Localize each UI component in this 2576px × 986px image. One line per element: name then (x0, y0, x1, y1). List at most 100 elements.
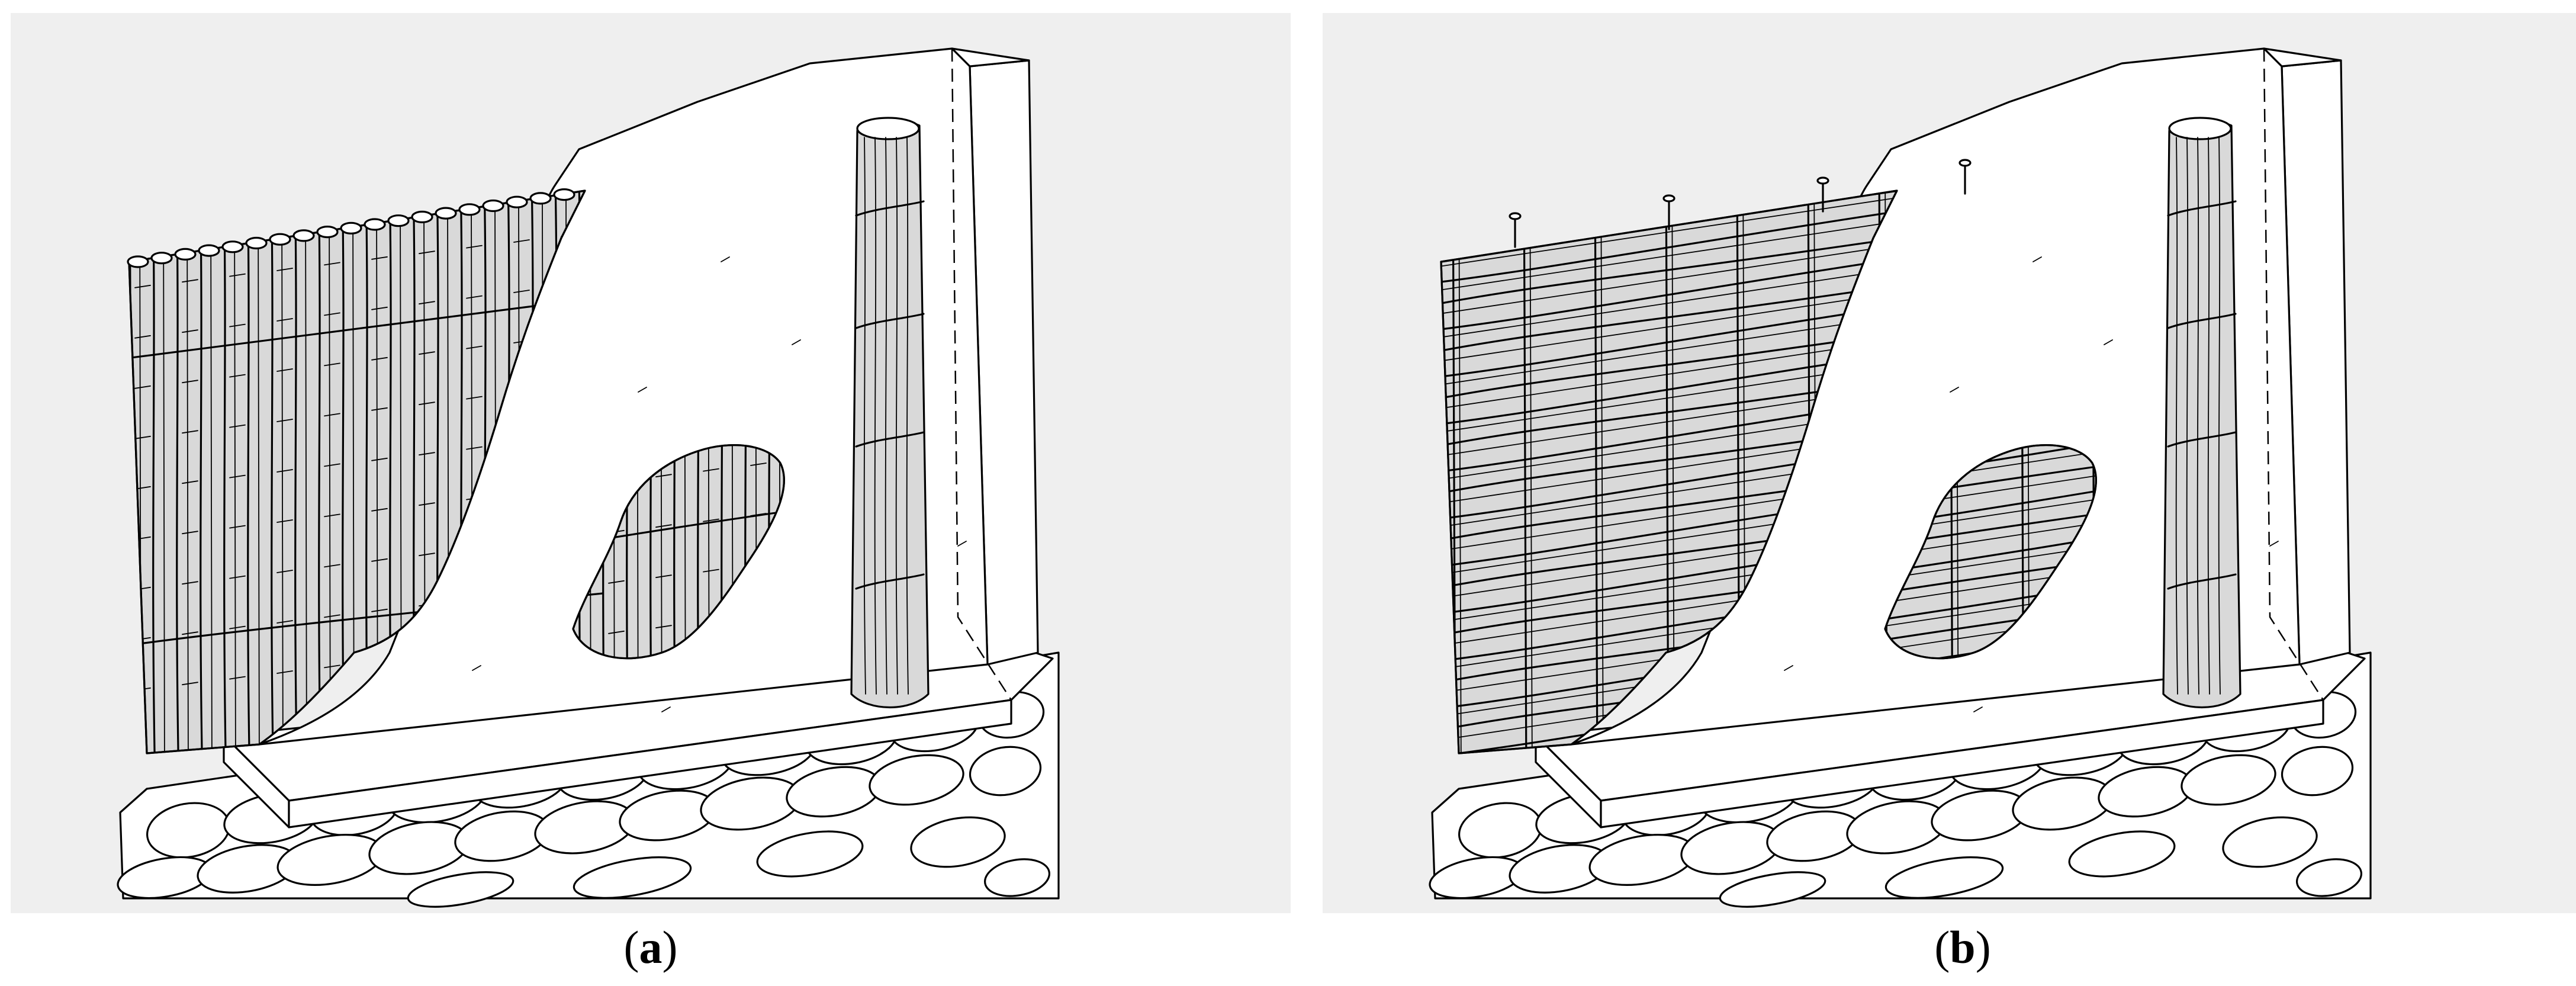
wattle-withy (1441, 415, 1897, 523)
hidden-edge-bottom (288, 699, 1012, 802)
reed-top (387, 214, 410, 227)
plaster-speck (1973, 706, 1983, 712)
wattle-withy-edge (1441, 329, 1897, 437)
reed-top (174, 248, 197, 261)
reed-wall-drawing (117, 47, 1060, 908)
reed-node (324, 312, 340, 316)
wattle-withy-edge (1441, 235, 1897, 342)
reed-top (411, 210, 433, 223)
reed-highlight (707, 445, 710, 659)
reed-node (182, 631, 198, 635)
post-rope-binding (2167, 431, 2237, 448)
reed-highlight (258, 191, 260, 753)
reed-node (324, 362, 340, 367)
exposed-core-hole-outline (572, 444, 785, 660)
reed-node (229, 525, 246, 529)
wattle-withy-edge (1885, 614, 2096, 659)
post-rope-binding (2167, 573, 2237, 590)
reed-node (514, 190, 529, 192)
reed-highlight (281, 191, 284, 753)
reed-node (229, 374, 246, 378)
wattle-withy (1885, 533, 2096, 642)
wattle-withy (1441, 225, 1897, 334)
reed-stalk (744, 445, 748, 659)
reed-node (608, 580, 625, 584)
reed-node (419, 351, 435, 355)
wattle-withy (1441, 367, 1897, 476)
wattle-withy (1441, 486, 1897, 595)
reed-node (419, 553, 435, 557)
reed-node (703, 569, 719, 573)
reed-node (513, 290, 530, 293)
reed-stalk (223, 191, 227, 753)
reed-tops (127, 188, 575, 268)
post-grain (885, 137, 887, 695)
reed-node (371, 256, 388, 260)
foundation-stone (2068, 830, 2176, 878)
reed-node (466, 245, 483, 249)
reed-node (750, 513, 767, 516)
reed-node (419, 301, 435, 305)
hidden-edge-bottom (1600, 699, 2324, 802)
exposed-core-left-outline (1440, 190, 1898, 754)
wattle-withy-edge (1441, 191, 1897, 295)
post-rope-binding (855, 200, 925, 217)
reed-stalk (199, 191, 204, 753)
post-top (856, 117, 920, 140)
reed-node (655, 474, 672, 478)
reed-node (182, 229, 198, 233)
reed-node (134, 385, 151, 389)
reed-node (182, 531, 198, 535)
reed-node (324, 664, 340, 669)
wattle-stake-edge (2027, 445, 2030, 659)
reed-top (340, 221, 362, 235)
wattle-withy-edge (1885, 590, 2096, 659)
reed-top (269, 233, 291, 246)
exposed-core-hole-outline (1884, 444, 2097, 660)
wattle-withy (1885, 580, 2096, 659)
reed-stalk (317, 191, 322, 753)
reed-top (482, 199, 504, 213)
post-rope-binding (855, 431, 925, 448)
reed-node (229, 223, 246, 227)
reed-node (371, 457, 388, 461)
reed-node (229, 625, 246, 630)
wattle-stake (1594, 191, 1599, 753)
plaster-speck (2192, 748, 2202, 754)
reed-highlight (684, 445, 686, 659)
post-rope-binding (855, 313, 925, 329)
reed-node (419, 200, 435, 204)
reed-node (419, 402, 435, 406)
reed-stalk (673, 445, 677, 659)
reed-stalk (175, 191, 180, 753)
stake-tip-cap (1816, 176, 1829, 185)
wall-scene (117, 47, 1060, 908)
foundation-stone (756, 830, 864, 878)
reed-node (324, 212, 340, 214)
wattle-withy (1441, 509, 1897, 618)
wooden-post (850, 117, 930, 708)
reed-top (198, 244, 220, 257)
reed-node (276, 670, 293, 674)
post-grain (2207, 137, 2210, 695)
plaster-speck (792, 339, 801, 345)
reed-node (229, 676, 246, 680)
reed-node (419, 502, 435, 506)
post-grain (2186, 137, 2189, 695)
reed-node (324, 413, 340, 417)
foundation-stone (407, 871, 514, 908)
reed-node (371, 205, 388, 210)
reed-node (371, 508, 388, 512)
reed-stalk (246, 191, 251, 753)
post-rope-binding (2167, 313, 2237, 329)
reed-node (608, 630, 625, 634)
wattle-withy-edge (1441, 211, 1897, 319)
reed-highlight (210, 191, 213, 753)
panel-b-wattle-wall-illustration (1323, 13, 2576, 913)
reed-highlight (234, 191, 236, 753)
wattle-withy (1885, 604, 2096, 659)
foundation-stone (969, 746, 1042, 796)
post-rope-binding (2167, 200, 2237, 217)
post-top (2168, 117, 2232, 140)
reed-node (229, 273, 246, 277)
